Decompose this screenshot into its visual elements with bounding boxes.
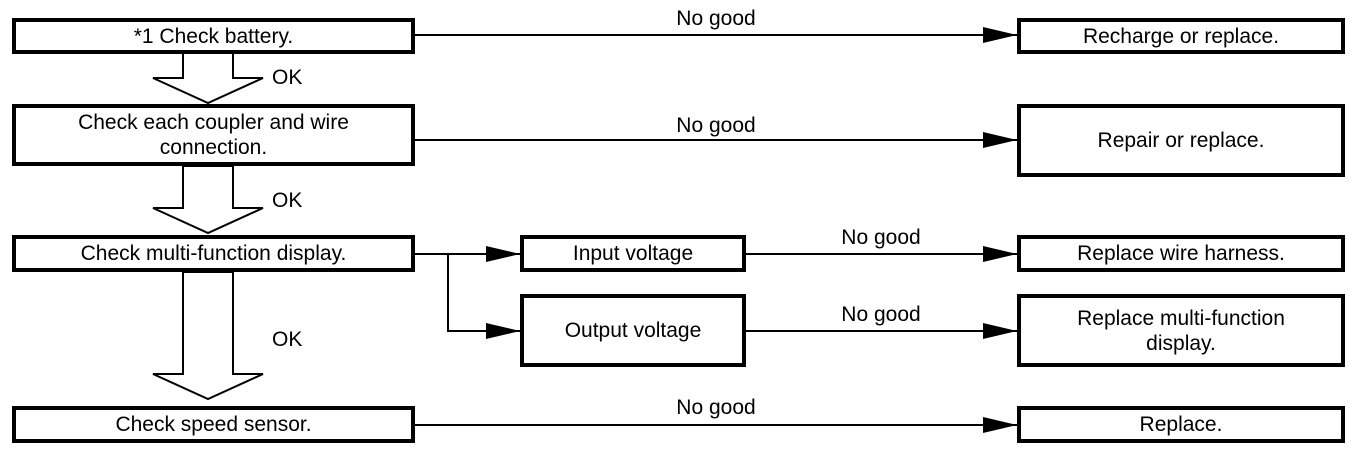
replace-harness-box: Replace wire harness. <box>1017 235 1345 272</box>
replace-text: Replace. <box>1139 413 1223 436</box>
check-speed-text: Check speed sensor. <box>115 413 312 436</box>
repair-replace-text: Repair or replace. <box>1097 129 1265 152</box>
recharge-replace-box: Recharge or replace. <box>1017 18 1345 54</box>
no-good-label: No good <box>676 396 756 419</box>
ok-label: OK <box>272 66 303 89</box>
output-voltage-box: Output voltage <box>520 294 746 367</box>
input-voltage-box: Input voltage <box>520 235 746 272</box>
no-good-label: No good <box>676 7 756 30</box>
replace-display-text: Replace multi-function display. <box>1077 306 1285 355</box>
check-battery-text: *1 Check battery. <box>133 24 294 48</box>
output-voltage-text: Output voltage <box>564 319 702 342</box>
check-display-text: Check multi-function display. <box>80 242 347 265</box>
ok-label: OK <box>272 328 303 351</box>
replace-box: Replace. <box>1017 406 1345 443</box>
no-good-label: No good <box>841 303 921 326</box>
no-good-label: No good <box>676 114 756 137</box>
arrow-display-to-output <box>447 254 520 339</box>
replace-harness-text: Replace wire harness. <box>1077 242 1285 265</box>
repair-replace-box: Repair or replace. <box>1017 104 1345 177</box>
input-voltage-text: Input voltage <box>572 242 694 265</box>
check-coupler-text: Check each coupler and wire connection. <box>78 111 349 159</box>
ok-arrow-display-to-speed <box>152 271 264 401</box>
check-coupler-box: Check each coupler and wire connection. <box>12 104 415 166</box>
no-good-label: No good <box>841 226 921 249</box>
check-display-box: Check multi-function display. <box>12 235 415 272</box>
recharge-replace-text: Recharge or replace. <box>1082 24 1280 48</box>
ok-arrow-coupler-to-display <box>152 165 264 235</box>
check-speed-box: Check speed sensor. <box>12 406 415 443</box>
check-battery-box: *1 Check battery. <box>12 18 415 54</box>
ok-arrow-battery-to-coupler <box>152 52 264 105</box>
replace-display-box: Replace multi-function display. <box>1017 294 1345 367</box>
ok-label: OK <box>272 189 303 212</box>
